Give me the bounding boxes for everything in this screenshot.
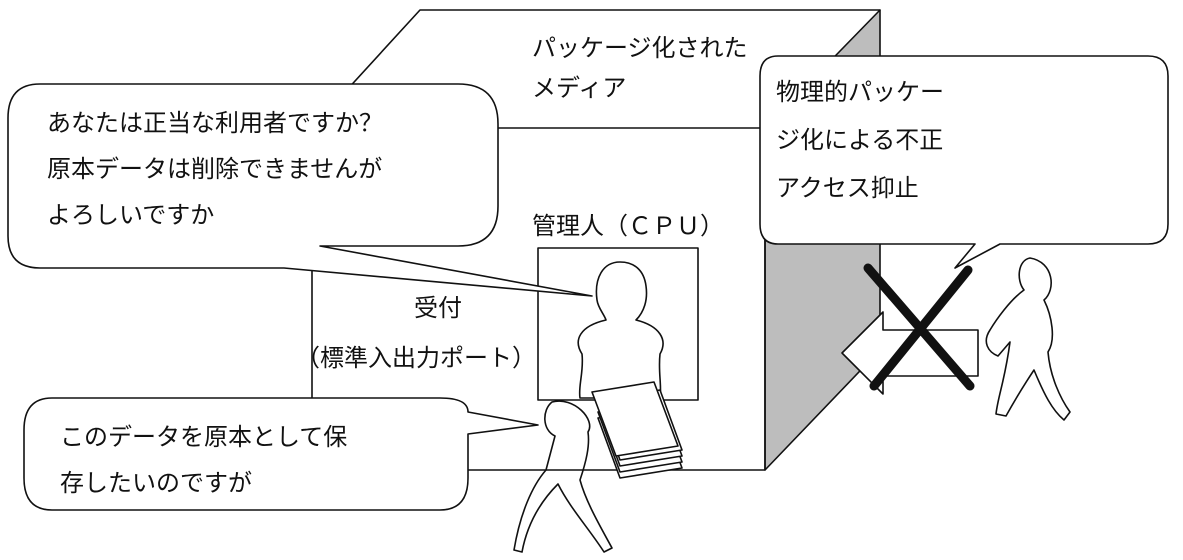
guard-bubble-text: 物理的パッケー ジ化による不正 アクセス抑止 [776, 78, 944, 202]
port-label: （標準入出力ポート） [296, 344, 536, 372]
admin-speech-bubble [7, 83, 593, 297]
document-stack-icon [591, 381, 683, 479]
guard-speech-bubble [759, 55, 1169, 269]
intruder-figure-icon [985, 257, 1071, 421]
user-speech-bubble [23, 397, 539, 511]
media-label: パッケージ化された メディア [532, 34, 748, 102]
administrator-window [537, 247, 699, 401]
cross-mark-icon [863, 263, 975, 391]
administrator-label: 管理人（ＣＰＵ） [532, 212, 724, 240]
user-figure-icon [513, 400, 613, 553]
user-bubble-text: このデータを原本として保 存したいのですが [60, 423, 348, 497]
blocked-arrow-icon [841, 311, 979, 395]
admin-bubble-text: あなたは正当な利用者ですか？ 原本データは削除できませんが よろしいですか [47, 109, 383, 229]
reception-label: 受付 [414, 294, 462, 322]
